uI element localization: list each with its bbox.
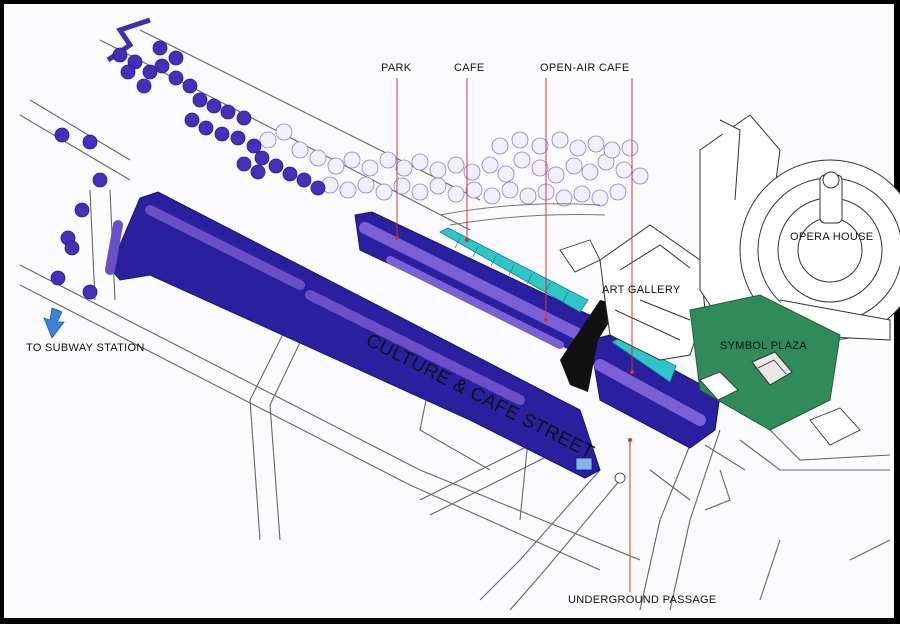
- label-opera-house: OPERA HOUSE: [790, 231, 874, 243]
- label-underground-passage: UNDERGROUND PASSAGE: [568, 594, 717, 606]
- culture-street-tree-band: [105, 191, 601, 479]
- scattered-trees-west: [50, 127, 108, 300]
- cafe-block-south: [589, 334, 721, 449]
- symbol-plaza: [689, 294, 841, 431]
- park-path-inner: [449, 213, 606, 226]
- label-open-air-cafe: OPEN-AIR CAFE: [540, 62, 630, 74]
- underground-entrance: [575, 457, 626, 484]
- label-cafe: CAFE: [454, 62, 485, 74]
- label-symbol-plaza: SYMBOL PLAZA: [720, 340, 807, 352]
- label-to-subway-station: TO SUBWAY STATION: [26, 342, 145, 354]
- label-park: PARK: [381, 62, 412, 74]
- cafe-block-north: [354, 211, 601, 353]
- avenue-trees-north: [112, 40, 326, 196]
- park-tree-outlines: [259, 123, 649, 207]
- art-gallery-building: [599, 224, 706, 361]
- label-art-gallery: ART GALLERY: [602, 284, 681, 296]
- leader-dots: [395, 236, 634, 442]
- park-path: [439, 203, 601, 216]
- subway-arrow-icon: [43, 307, 65, 339]
- leader-lines: [396, 78, 633, 592]
- black-pavement: [560, 300, 620, 392]
- opera-house-building: [699, 114, 900, 341]
- minor-buildings: [559, 239, 861, 446]
